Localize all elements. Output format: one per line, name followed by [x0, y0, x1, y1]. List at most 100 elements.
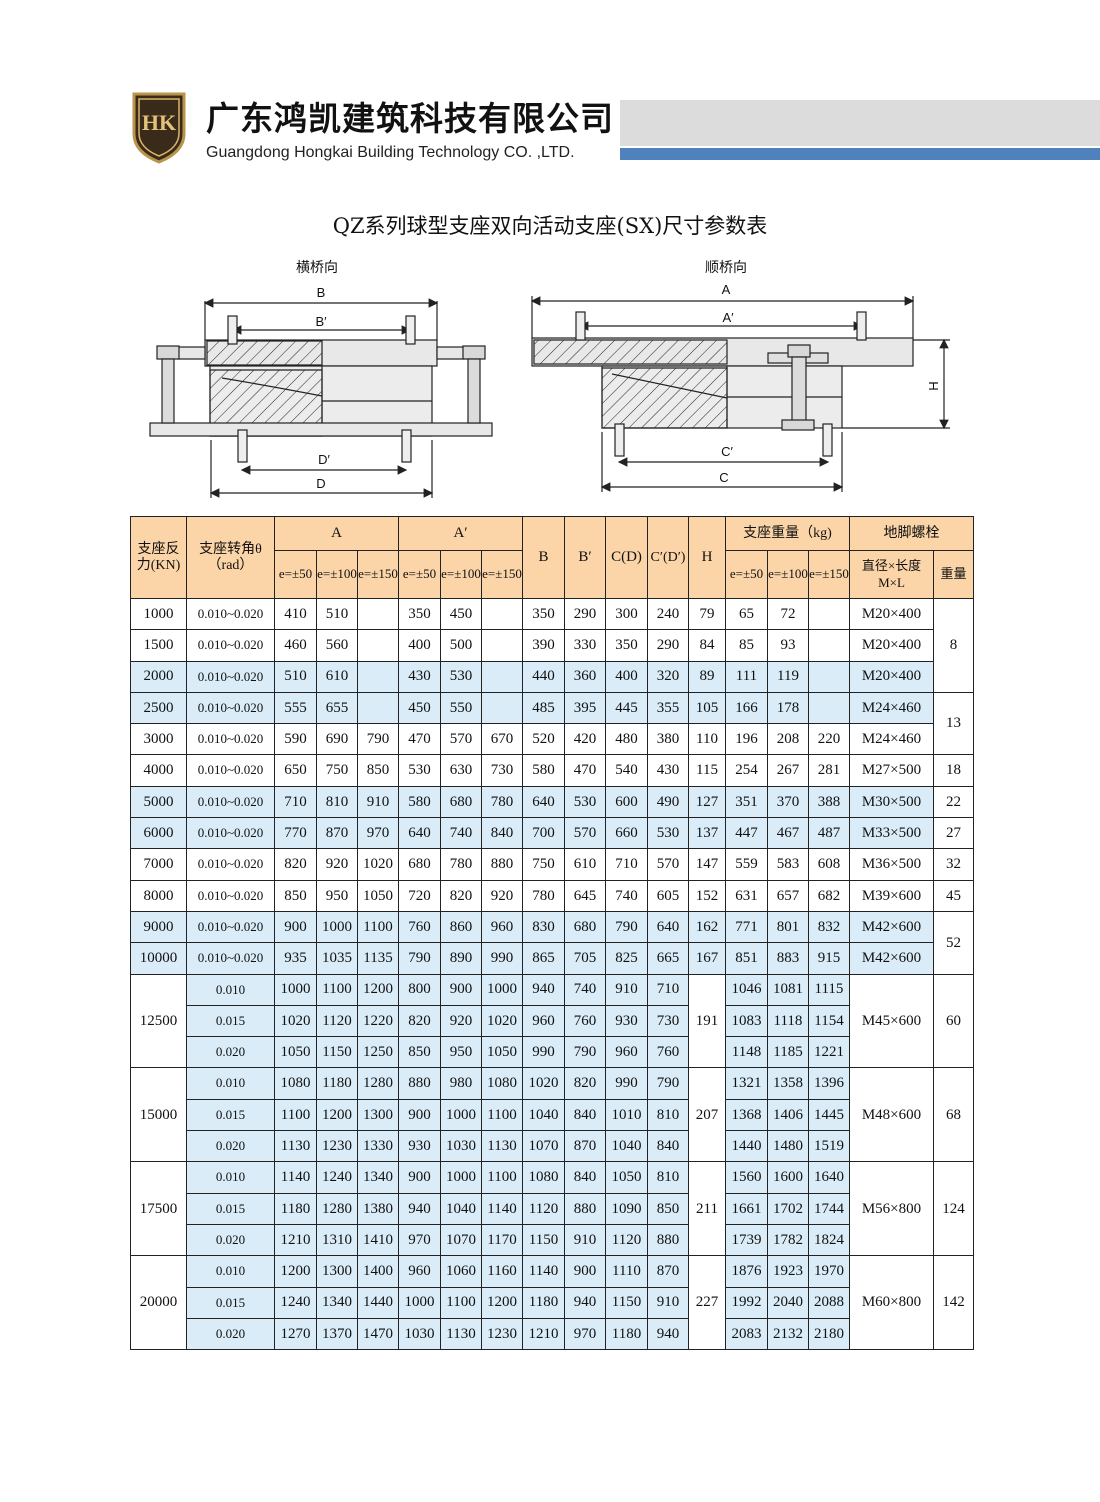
cell-a-0: 650 — [274, 754, 317, 787]
cell-b: 485 — [522, 691, 565, 725]
cell-cpdp: 940 — [647, 1317, 689, 1351]
cell-weight-0: 1876 — [725, 1255, 768, 1288]
cell-weight-2 — [808, 629, 850, 662]
cell-ap-0: 850 — [398, 1036, 441, 1069]
cell-weight-0: 1148 — [725, 1036, 768, 1069]
cell-bolt: M30×500 — [849, 785, 934, 819]
cell-b: 440 — [522, 660, 565, 693]
cell-cd: 930 — [605, 1004, 648, 1038]
cell-ap-1: 1000 — [440, 1161, 482, 1194]
cell-bp: 360 — [564, 660, 606, 693]
cell-bolt-weight: 32 — [933, 848, 974, 881]
cell-rotation: 0.010~0.020 — [186, 785, 275, 819]
document-title: QZ系列球型支座双向活动支座(SX)尺寸参数表 — [332, 214, 768, 238]
cell-bolt-weight: 45 — [933, 879, 974, 912]
cell-rotation: 0.015 — [186, 1286, 275, 1319]
cell-b: 990 — [522, 1036, 565, 1069]
dim-label-Cp: C′ — [721, 444, 733, 459]
cell-ap-0: 820 — [398, 1004, 441, 1038]
cell-weight-0: 1560 — [725, 1161, 768, 1194]
cell-ap-1: 570 — [440, 723, 482, 756]
cell-cpdp: 760 — [647, 1036, 689, 1069]
header-ap-e50: e=±50 — [398, 550, 441, 599]
cell-cd: 825 — [605, 942, 648, 975]
cell-rotation: 0.010 — [186, 973, 275, 1006]
cell-ap-2: 1020 — [481, 1004, 523, 1038]
cell-bp: 760 — [564, 1004, 606, 1038]
cell-a-0: 1140 — [274, 1161, 317, 1194]
cell-cd: 960 — [605, 1036, 648, 1069]
cell-ap-2: 960 — [481, 910, 523, 944]
cell-weight-0: 1739 — [725, 1223, 768, 1257]
cell-force: 3000 — [130, 723, 187, 756]
cell-cd: 480 — [605, 723, 648, 756]
cell-ap-1: 780 — [440, 848, 482, 881]
cell-a-2: 1220 — [357, 1004, 399, 1038]
cell-rotation: 0.020 — [186, 1223, 275, 1257]
cell-cpdp: 430 — [647, 754, 689, 787]
cell-a-2: 1100 — [357, 910, 399, 944]
cell-ap-1: 630 — [440, 754, 482, 787]
dim-label-Ap: A′ — [722, 310, 734, 325]
cell-cpdp: 640 — [647, 910, 689, 944]
header-bolt-weight: 重量 — [933, 550, 974, 599]
cell-b: 1150 — [522, 1223, 565, 1257]
cell-a-1: 750 — [316, 754, 358, 787]
cell-a-1: 1230 — [316, 1130, 358, 1163]
cell-b: 1120 — [522, 1192, 565, 1225]
cell-cd: 660 — [605, 817, 648, 850]
header-CD: C(D) — [605, 516, 648, 599]
cell-bolt-weight: 124 — [933, 1161, 974, 1257]
cell-a-1: 1180 — [316, 1067, 358, 1100]
cell-a-0: 1180 — [274, 1192, 317, 1225]
cell-b: 1210 — [522, 1317, 565, 1351]
cell-b: 865 — [522, 942, 565, 975]
longitudinal-view-label: 顺桥向 — [705, 260, 747, 276]
header-a-e100: e=±100 — [316, 550, 358, 599]
cell-weight-0: 254 — [725, 754, 768, 787]
cell-rotation: 0.010 — [186, 1255, 275, 1288]
cell-cpdp: 570 — [647, 848, 689, 881]
cell-ap-1: 680 — [440, 785, 482, 819]
cell-force: 8000 — [130, 879, 187, 912]
cell-weight-2: 832 — [808, 910, 850, 944]
cell-ap-0: 970 — [398, 1223, 441, 1257]
cell-a-2: 1280 — [357, 1067, 399, 1100]
cell-a-1: 1100 — [316, 973, 358, 1006]
cell-weight-2: 1970 — [808, 1255, 850, 1288]
cell-ap-1: 740 — [440, 817, 482, 850]
cell-weight-1: 1923 — [767, 1255, 809, 1288]
cell-cpdp: 380 — [647, 723, 689, 756]
cell-cpdp: 530 — [647, 817, 689, 850]
cell-weight-2: 2180 — [808, 1317, 850, 1351]
cell-cpdp: 490 — [647, 785, 689, 819]
cell-a-1: 1340 — [316, 1286, 358, 1319]
cell-cd: 1010 — [605, 1098, 648, 1132]
dim-label-D: D — [316, 476, 325, 491]
cell-cpdp: 810 — [647, 1098, 689, 1132]
transverse-view-label: 横桥向 — [296, 260, 338, 276]
cell-b: 700 — [522, 817, 565, 850]
cell-h: 79 — [688, 597, 726, 631]
cell-ap-0: 400 — [398, 629, 441, 662]
cell-a-2: 1330 — [357, 1130, 399, 1163]
cell-weight-1: 267 — [767, 754, 809, 787]
cell-bolt-weight: 142 — [933, 1255, 974, 1351]
cell-weight-1: 1600 — [767, 1161, 809, 1194]
cell-a-1: 655 — [316, 691, 358, 725]
cell-weight-0: 166 — [725, 691, 768, 725]
cell-ap-0: 450 — [398, 691, 441, 725]
cell-weight-1: 467 — [767, 817, 809, 850]
cell-rotation: 0.010~0.020 — [186, 660, 275, 693]
cell-a-2 — [357, 691, 399, 725]
cell-ap-2: 730 — [481, 754, 523, 787]
header-rotation: 支座转角θ（rad） — [186, 516, 275, 599]
cell-a-1: 920 — [316, 848, 358, 881]
dim-label-Bp: B′ — [315, 314, 327, 329]
cell-weight-2: 1115 — [808, 973, 850, 1006]
